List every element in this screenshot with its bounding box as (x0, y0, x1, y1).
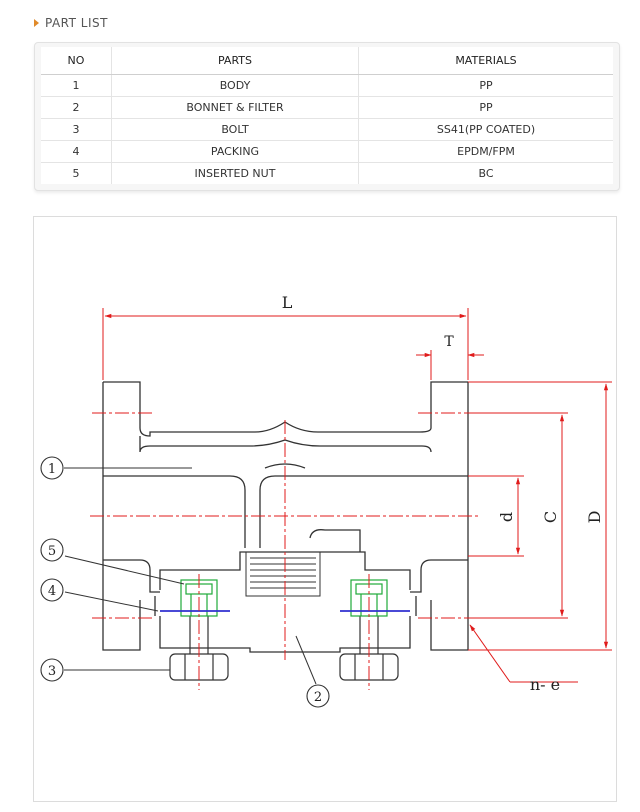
bullet-arrow-icon (34, 19, 39, 27)
dimension-labels: L T d C D n- e (282, 293, 604, 694)
cell-part: PACKING (111, 140, 359, 163)
filter-element (245, 551, 321, 597)
cell-material: EPDM/FPM (358, 140, 613, 163)
table-header-row: NO PARTS MATERIALS (41, 47, 613, 75)
cell-part: BONNET & FILTER (111, 96, 359, 119)
cell-material: BC (358, 162, 613, 184)
table-row: 1 BODY PP (41, 74, 613, 97)
cell-no: 1 (41, 74, 112, 97)
cell-no: 4 (41, 140, 112, 163)
dim-d-label: d (497, 512, 516, 522)
part-list-table: NO PARTS MATERIALS 1 BODY PP 2 BONNET & … (41, 47, 613, 184)
callout-2-circle (306, 684, 330, 708)
callout-2-label: 2 (314, 690, 322, 705)
cell-part: BODY (111, 74, 359, 97)
cell-material: PP (358, 74, 613, 97)
cell-material: SS41(PP COATED) (358, 118, 613, 141)
dim-L-label: L (282, 293, 293, 312)
table-row: 4 PACKING EPDM/FPM (41, 140, 613, 163)
cell-part: BOLT (111, 118, 359, 141)
cell-no: 2 (41, 96, 112, 119)
dim-T-label: T (444, 334, 454, 350)
part-list-title: PART LIST (45, 16, 108, 30)
part-list-table-panel: NO PARTS MATERIALS 1 BODY PP 2 BONNET & … (34, 42, 620, 191)
dim-C-label: C (541, 511, 560, 523)
center-lines (90, 412, 478, 690)
callout-3-circle (40, 658, 64, 682)
part-list-header: PART LIST (34, 16, 108, 30)
callout-1-circle (40, 456, 64, 480)
table-row: 3 BOLT SS41(PP COATED) (41, 118, 613, 141)
cell-material: PP (358, 96, 613, 119)
cell-no: 5 (72, 167, 80, 180)
callout-1-label: 1 (48, 462, 56, 477)
dimension-lines (102, 308, 612, 683)
cell-no: 3 (41, 118, 112, 141)
callout-3-label: 3 (48, 664, 56, 679)
header-parts: PARTS (111, 47, 359, 75)
callout-circles (40, 456, 330, 708)
callout-5-label: 5 (48, 544, 56, 559)
header-materials: MATERIALS (358, 47, 613, 75)
cell-part: INSERTED NUT (111, 162, 359, 184)
header-no: NO (41, 47, 112, 75)
callout-labels: 1 2 3 4 5 (48, 462, 322, 705)
dim-D-label: D (585, 511, 604, 524)
callout-4-circle (40, 578, 64, 602)
callout-5-circle (40, 538, 64, 562)
table-row: 2 BONNET & FILTER PP (41, 96, 613, 119)
callout-leaders (64, 467, 317, 685)
table-row: 5 INSERTED NUT BC (41, 162, 613, 184)
callout-4-label: 4 (48, 584, 56, 599)
dim-ne-label: n- e (530, 675, 560, 694)
